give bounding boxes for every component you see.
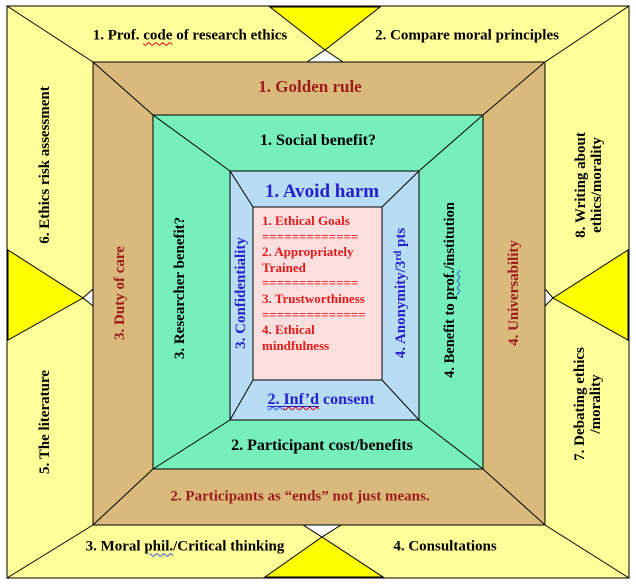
ring2-corner-lines	[92, 61, 546, 526]
ring3-corner-lines	[152, 114, 484, 470]
ring4-left-label: 3. Confidentiality	[233, 237, 249, 349]
ring1-corner-lines	[6, 5, 630, 579]
accent-triangle-bottom	[263, 536, 385, 578]
center-line-1: 1. Ethical Goals	[262, 213, 350, 228]
outer-left-top-label: 6. Ethics risk assessment	[37, 86, 53, 244]
separator: =============	[262, 228, 359, 244]
spellcheck-underline: code	[143, 27, 173, 44]
ring3-left-label: 3. Researcher benefit?	[172, 216, 188, 360]
accent-triangle-right	[552, 249, 629, 341]
spellcheck-underline: Inf’d	[283, 391, 319, 408]
center-line-2: 2. Appropriately Trained	[262, 244, 354, 275]
ring2-right-label: 4. Universability	[506, 240, 522, 346]
outer-left-bottom-label: 5. The literature	[37, 369, 53, 475]
outer-right-top-label: 8. Writing about ethics/morality	[573, 132, 605, 238]
ring4-bottom-label: 2. Inf’d consent	[267, 391, 375, 408]
center-line-4: 4. Ethical mindfulness	[262, 322, 330, 353]
ring2-left-label: 3. Duty of care	[112, 246, 128, 340]
ring3-bottom-label: 2. Participant cost/benefits	[231, 437, 413, 454]
outer-bottom-left-label: 3. Moral phil./Critical thinking	[85, 538, 285, 555]
ring4-top-label: 1. Avoid harm	[264, 181, 380, 202]
ring2-top-label: 1. Golden rule	[258, 77, 362, 96]
grammarcheck-underline: prof.	[442, 269, 458, 300]
accent-triangle-left	[7, 249, 84, 341]
ring4-corner-lines	[229, 170, 420, 421]
accent-triangles	[7, 6, 629, 578]
outer-right-bottom-label: 7. Debating ethics /morality	[572, 347, 604, 461]
ring4-right-label: 4. Anonymity/3rd pts	[393, 227, 409, 359]
ordinal-superscript: rd	[393, 250, 404, 261]
outer-top-right-label: 2. Compare moral principles	[375, 27, 559, 44]
center-goals-list: 1. Ethical Goals ============= 2. Approp…	[253, 207, 382, 380]
outer-top-left-label: 1. Prof. code of research ethics	[92, 27, 288, 44]
ring2-bottom-label: 2. Participants as “ends” not just means…	[170, 488, 430, 505]
outer-bottom-right-label: 4. Consultations	[393, 538, 497, 555]
center-panel	[252, 206, 383, 381]
separator: =============	[262, 275, 359, 291]
grammarcheck-underline: phil.	[144, 538, 174, 555]
accent-triangle-top	[268, 6, 382, 51]
ring3-top-label: 1. Social benefit?	[260, 132, 376, 149]
ring3-right-label: 4. Benefit to prof./institution	[442, 202, 458, 378]
center-line-3: 3. Trustworthiness	[262, 290, 365, 306]
separator: ==============	[262, 306, 366, 322]
